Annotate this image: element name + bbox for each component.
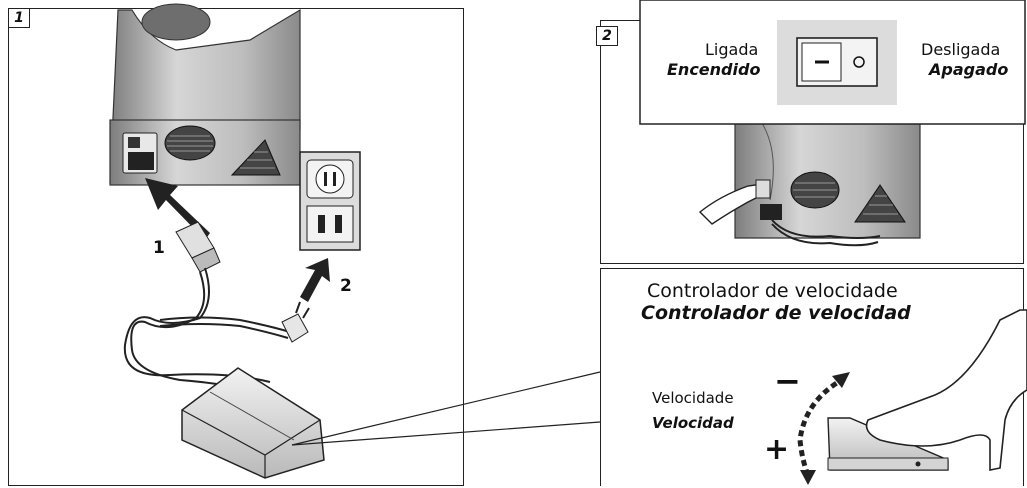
machine-plug-connector (175, 221, 221, 273)
power-socket-on-machine (122, 132, 158, 174)
machine-socket-2 (760, 204, 782, 220)
foot-pedal (181, 367, 325, 479)
speed-controller-title-es: Controlador de velocidad (641, 302, 911, 324)
panel-1-number: 1 (8, 8, 30, 28)
cord-2 (771, 219, 881, 247)
step-2-label: 2 (340, 276, 352, 296)
zoom-callout-lines (291, 371, 601, 446)
hand-pressing-switch (698, 179, 771, 225)
rocker-switch-icon (777, 20, 897, 105)
vent-grille-round-icon-2 (790, 171, 840, 209)
vent-grille-triangle-icon-2 (854, 184, 906, 223)
shoe-icon (865, 309, 1027, 471)
switch-off-label-es: Apagado (929, 60, 1009, 79)
speed-minus-sign: − (774, 362, 801, 400)
power-plug-icon (281, 301, 310, 343)
switch-off-label: Desligada (921, 40, 1001, 59)
arrow-step-2-icon (300, 258, 330, 302)
speed-label: Velocidade (652, 389, 734, 407)
speed-plus-sign: + (764, 432, 790, 467)
speed-controller-title: Controlador de velocidade (647, 280, 898, 302)
panel-speed-controller (600, 268, 1024, 486)
power-cord (123, 267, 291, 396)
step-1-label: 1 (153, 238, 165, 258)
speed-arrow-icon (797, 372, 850, 485)
speed-label-es: Velocidad (652, 414, 734, 432)
vent-grille-triangle-icon (230, 139, 281, 176)
wall-outlet (299, 151, 361, 251)
foot-pedal-side (827, 417, 949, 471)
vent-grille-round-icon (164, 125, 216, 161)
panel-2-number: 2 (596, 26, 618, 46)
switch-on-label: Ligada (705, 40, 759, 59)
switch-on-label-es: Encendido (667, 60, 761, 79)
